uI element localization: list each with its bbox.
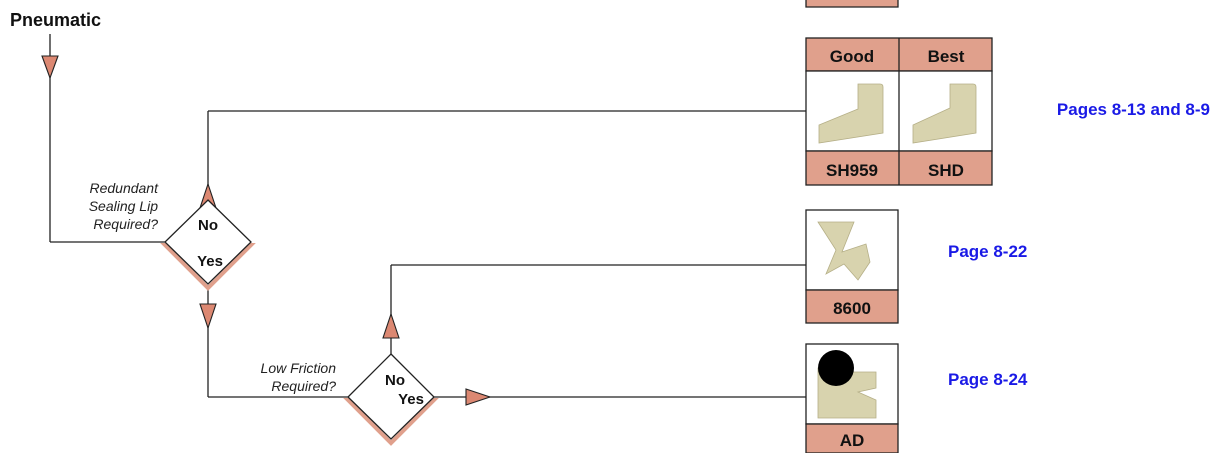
product-table-redundant: Good Best SH959 SHD [805,37,993,186]
page-link-8600[interactable]: Page 8-22 [948,242,1027,261]
flow-arrows [41,55,492,406]
page-link-ad[interactable]: Page 8-24 [948,370,1028,389]
svg-text:Required?: Required? [271,378,336,394]
decision-question-2: Low Friction Required? [261,360,337,394]
svg-text:Low Friction: Low Friction [261,360,337,376]
product-card-8600: 8600 [805,209,899,324]
arrow-right-icon [465,388,492,406]
decision-question-1: Redundant Sealing Lip Required? [89,180,159,232]
decision-no-label: No [385,372,405,389]
decision-no-label: No [198,217,218,234]
decision-yes-label: Yes [398,391,424,408]
page-link-redundant[interactable]: Pages 8-13 and 8-9 [1057,100,1210,119]
product-name-ad: AD [840,431,865,450]
page-title: Pneumatic [10,10,101,30]
arrow-up-icon [382,312,400,339]
seal-8600-icon [817,221,871,281]
header-good: Good [830,47,874,66]
product-name-sh959: SH959 [826,161,878,180]
arrow-down-icon [199,303,217,330]
product-name-shd: SHD [928,161,964,180]
seal-sh959-icon [818,83,884,144]
oring-icon [818,350,854,386]
svg-text:Required?: Required? [93,216,158,232]
partial-top-box [805,0,899,8]
svg-text:Sealing Lip: Sealing Lip [89,198,158,214]
product-name-8600: 8600 [833,299,871,318]
seal-shd-icon [912,83,977,144]
decision-redundant-lip: No Yes [160,199,256,291]
decision-yes-label: Yes [197,253,223,270]
header-best: Best [928,47,965,66]
connector-lines [49,34,806,398]
arrow-down-icon [41,55,59,80]
product-card-ad: AD [805,343,899,453]
svg-text:Redundant: Redundant [89,180,159,196]
decision-low-friction: No Yes [343,353,439,446]
